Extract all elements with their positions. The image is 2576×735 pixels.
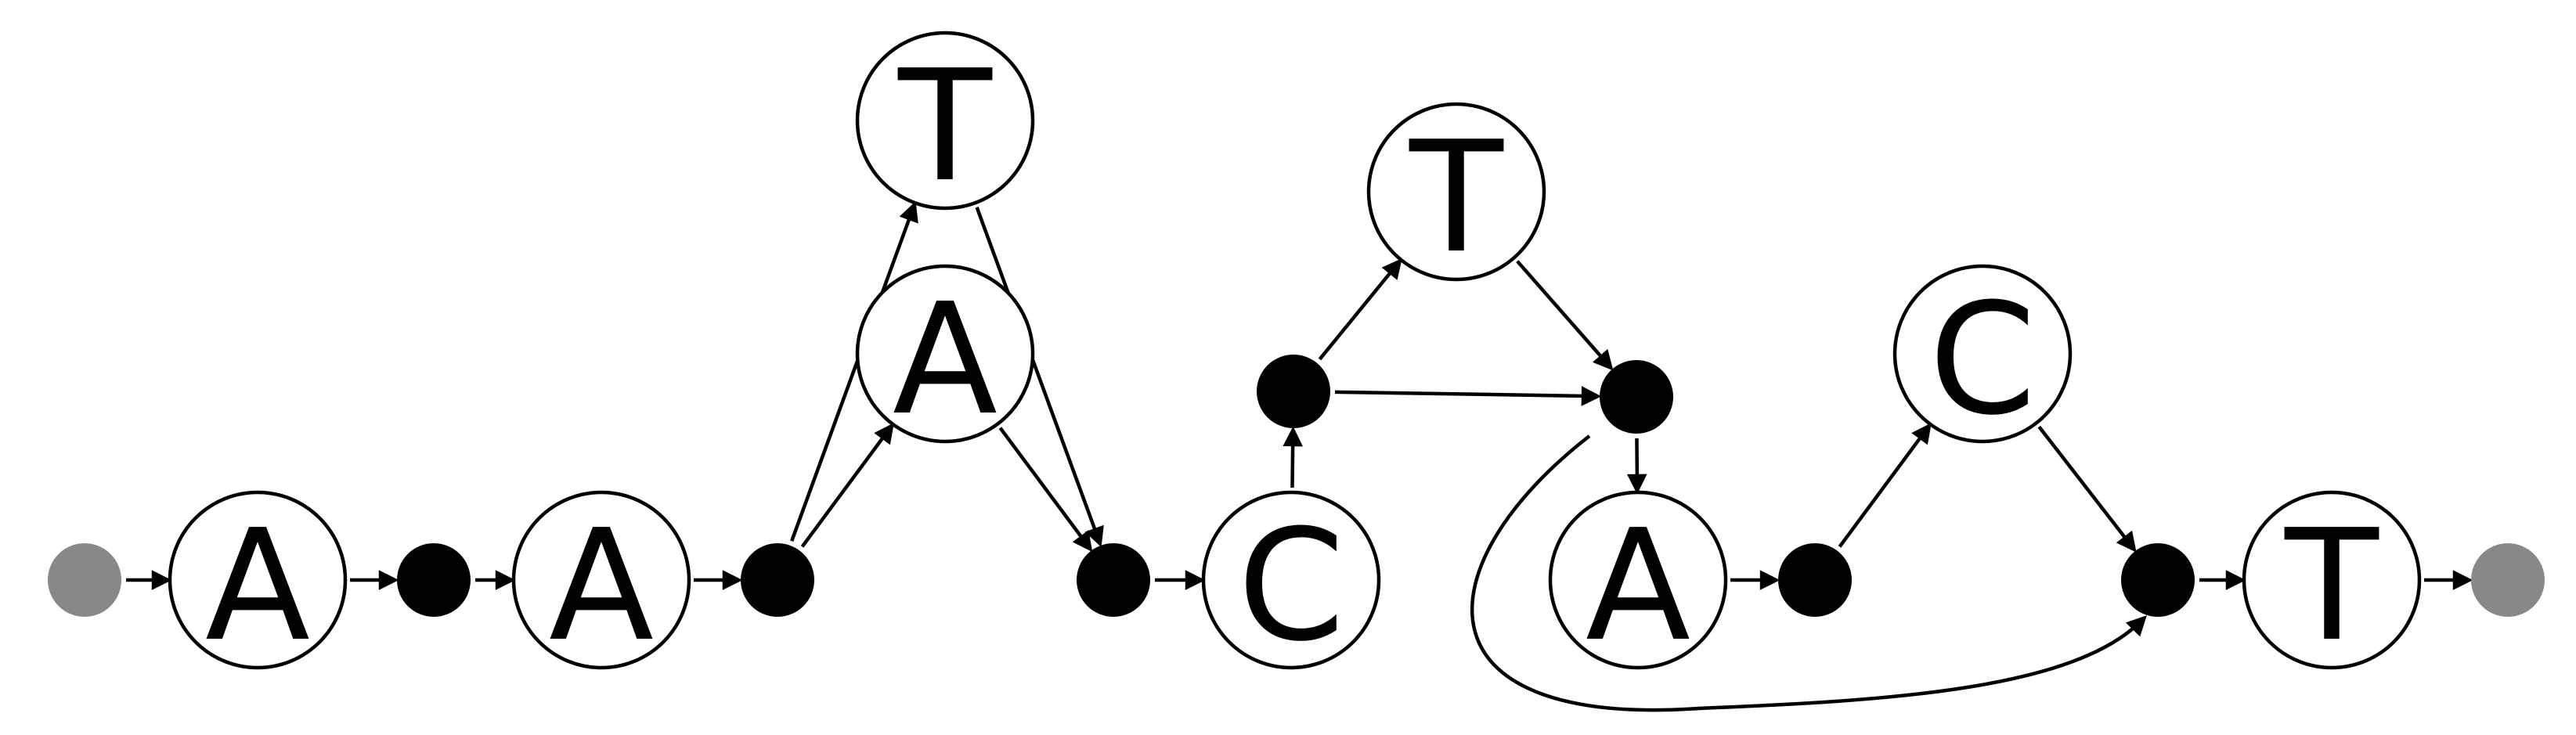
node-n5: C — [1201, 490, 1381, 676]
letter-node-label: C — [1238, 497, 1345, 676]
letter-node-label: A — [205, 497, 310, 676]
end-terminal-dot — [2471, 543, 2545, 617]
edge-j2-to-n4 — [800, 423, 894, 548]
edge-j5-to-j7 — [1470, 434, 2147, 712]
letter-node-label: T — [1409, 109, 1504, 287]
junction-dot — [397, 543, 471, 617]
node-n9: T — [2242, 490, 2422, 676]
node-end — [2471, 543, 2545, 617]
node-n6: T — [1366, 102, 1546, 287]
letter-node-circle — [1201, 490, 1381, 670]
letter-node-label: A — [893, 271, 998, 449]
letter-node-circle — [855, 264, 1035, 444]
letter-node-circle — [855, 31, 1035, 211]
letter-node-label: C — [1929, 271, 2037, 449]
letter-node-circle — [1366, 102, 1546, 282]
letter-node-label: A — [549, 497, 654, 676]
edge-n6-to-j5 — [1516, 260, 1614, 371]
junction-dot — [2121, 543, 2195, 617]
letter-node-circle — [168, 490, 348, 670]
node-j1 — [397, 543, 471, 617]
edge-n8-to-j7 — [2037, 425, 2137, 553]
letter-node-circle — [2242, 490, 2422, 670]
node-j2 — [741, 543, 814, 617]
letter-node-label: A — [1586, 497, 1690, 676]
edge-j5-to-n7 — [1626, 438, 1647, 495]
node-n8: C — [1892, 264, 2073, 449]
edges-layer — [126, 201, 2473, 712]
junction-dot — [1077, 543, 1150, 617]
edge-n4-to-j3 — [998, 427, 1093, 553]
edge-j6-to-n8 — [1838, 423, 1932, 548]
edge-j4-to-j5 — [1334, 386, 1602, 406]
node-j7 — [2121, 543, 2195, 617]
junction-dot — [1778, 543, 1852, 617]
node-n4: A — [855, 264, 1035, 449]
node-n3: T — [855, 31, 1035, 216]
node-j5 — [1600, 360, 1673, 434]
edge-j2-to-n3 — [790, 201, 918, 542]
edge-n3-to-j3 — [975, 207, 1104, 548]
node-j3 — [1077, 543, 1150, 617]
letter-node-label: T — [897, 38, 993, 216]
junction-dot — [1600, 360, 1673, 434]
node-n7: A — [1548, 490, 1728, 676]
start-terminal-dot — [48, 543, 121, 617]
letter-node-circle — [1548, 490, 1728, 670]
junction-dot — [1257, 355, 1330, 428]
letter-node-circle — [511, 490, 691, 670]
node-n2: A — [511, 490, 691, 676]
edge-j4-to-n6 — [1318, 258, 1402, 361]
node-j6 — [1778, 543, 1852, 617]
node-start — [48, 543, 121, 617]
junction-dot — [741, 543, 814, 617]
node-j4 — [1257, 355, 1330, 428]
letter-node-circle — [1892, 264, 2073, 444]
node-n1: A — [168, 490, 348, 676]
letter-node-label: T — [2284, 497, 2379, 676]
edge-n5-to-j4 — [1283, 426, 1304, 488]
